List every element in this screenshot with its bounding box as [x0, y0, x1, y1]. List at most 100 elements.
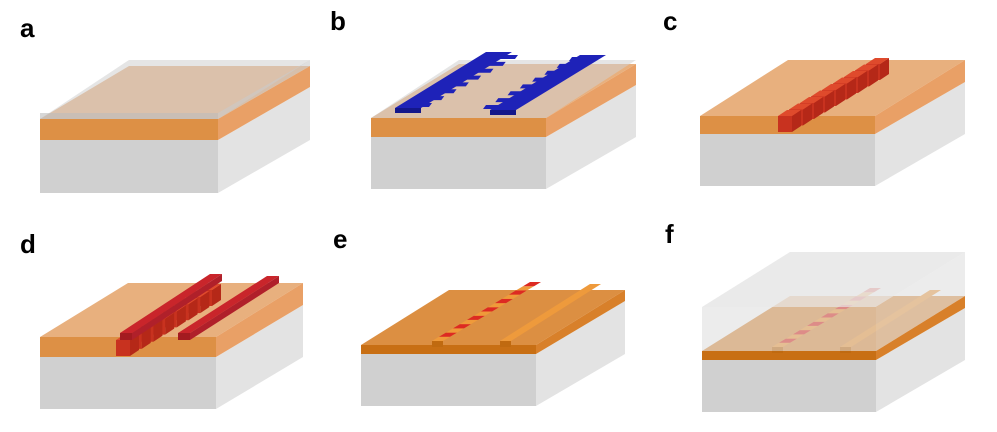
mask-finger — [445, 82, 469, 87]
grating-segment — [481, 307, 499, 312]
waveguide-rail-front — [500, 341, 511, 347]
mask-finger — [556, 63, 580, 68]
film-front — [40, 119, 218, 140]
mask-finger — [409, 103, 432, 107]
mask-finger — [532, 77, 556, 82]
mask-bar-left-front — [395, 108, 421, 113]
substrate-side — [546, 85, 636, 189]
panel-label-d: d — [20, 229, 36, 259]
substrate-front — [40, 357, 216, 409]
substrate-side — [876, 308, 965, 412]
mask-finger — [483, 105, 506, 109]
grating-tooth-side — [825, 90, 834, 113]
grating-segment — [460, 319, 478, 325]
substrate-side — [536, 301, 625, 406]
grating-tooth-front — [778, 116, 792, 132]
resist-side — [218, 60, 310, 119]
grating-tooth-top — [822, 84, 845, 90]
grating-tooth-side — [847, 77, 856, 100]
mask-bar-right-front — [490, 110, 516, 115]
film-side — [546, 64, 636, 137]
mask-finger — [519, 84, 543, 89]
resist-top — [40, 60, 310, 119]
film-side — [875, 60, 965, 134]
cladding-side — [876, 252, 965, 351]
panel-d: d — [20, 229, 303, 409]
film-side — [218, 66, 310, 140]
substrate-side — [218, 87, 310, 193]
grating-segment — [439, 332, 457, 337]
grating-tooth-side — [200, 291, 210, 314]
resist-front — [40, 113, 218, 119]
grating-tooth-top — [800, 97, 823, 103]
mask-bar-right — [490, 55, 606, 110]
substrate-side — [875, 82, 965, 186]
grating-tooth-top — [811, 90, 834, 97]
mask-finger — [433, 89, 457, 94]
grating-segment — [523, 282, 541, 287]
substrate-front — [361, 354, 536, 406]
grating-tooth-side — [836, 84, 845, 106]
cladding-front — [702, 307, 876, 351]
substrate-front — [40, 140, 218, 193]
slab-front — [361, 345, 536, 354]
grating-tooth-top — [833, 77, 856, 84]
panel-c: c — [663, 6, 965, 186]
mask-bar-left — [395, 52, 512, 108]
rail-right-front — [178, 333, 190, 340]
grating-tooth-side — [212, 284, 221, 306]
substrate-front — [700, 134, 875, 186]
grating-segment — [432, 336, 450, 341]
grating-teeth — [778, 58, 889, 132]
panel-label-b: b — [330, 6, 346, 36]
rail-right-top — [178, 276, 279, 333]
panel-label-c: c — [663, 6, 677, 36]
grating-segment — [502, 294, 520, 299]
panel-e: e — [333, 224, 625, 406]
panel-label-a: a — [20, 13, 35, 43]
film-side — [216, 283, 303, 357]
cladding-top — [702, 252, 965, 307]
grating-tooth-top — [866, 58, 889, 64]
grating-segment — [474, 311, 492, 316]
mask-fingers — [409, 55, 592, 109]
grating-tooth-top — [778, 110, 801, 116]
grating-segment — [467, 315, 485, 320]
mask-finger — [458, 75, 482, 80]
grating-segment — [488, 303, 506, 308]
grating-tooth-side — [165, 312, 175, 335]
mask-pattern — [395, 52, 606, 115]
grating-tooth-side — [858, 71, 867, 93]
substrate-front — [371, 137, 546, 189]
mask-finger — [482, 61, 506, 66]
rail-left-top — [120, 274, 222, 333]
mask-finger — [507, 91, 531, 96]
panel-label-e: e — [333, 224, 347, 254]
grating-tooth-side — [814, 97, 823, 119]
panel-f: f — [665, 219, 965, 412]
grating-tooth-side — [153, 319, 163, 342]
grating-segment — [516, 286, 534, 291]
grating-tooth-top — [855, 64, 878, 71]
mask-finger — [495, 55, 518, 59]
panel-a: a — [20, 13, 310, 193]
panel-b: b — [330, 6, 636, 189]
mask-finger — [470, 68, 494, 73]
grating-segment — [453, 324, 471, 329]
grating-tooth-top — [844, 71, 867, 77]
substrate-front — [702, 360, 876, 412]
rail-left-front — [120, 333, 132, 340]
rail-left-side — [132, 274, 222, 340]
grating-tooth-side — [792, 110, 801, 132]
grating-tooth-side — [176, 305, 186, 328]
grating-tooth-side — [880, 58, 889, 80]
grating-tooth-side — [188, 298, 198, 321]
grating-segment — [509, 290, 527, 295]
grating-tooth-top — [789, 103, 812, 110]
substrate-side — [216, 305, 303, 409]
panel-label-f: f — [665, 219, 674, 249]
grating-strip-front — [432, 341, 443, 347]
mask-finger — [569, 57, 592, 61]
grating-strip — [432, 282, 541, 347]
